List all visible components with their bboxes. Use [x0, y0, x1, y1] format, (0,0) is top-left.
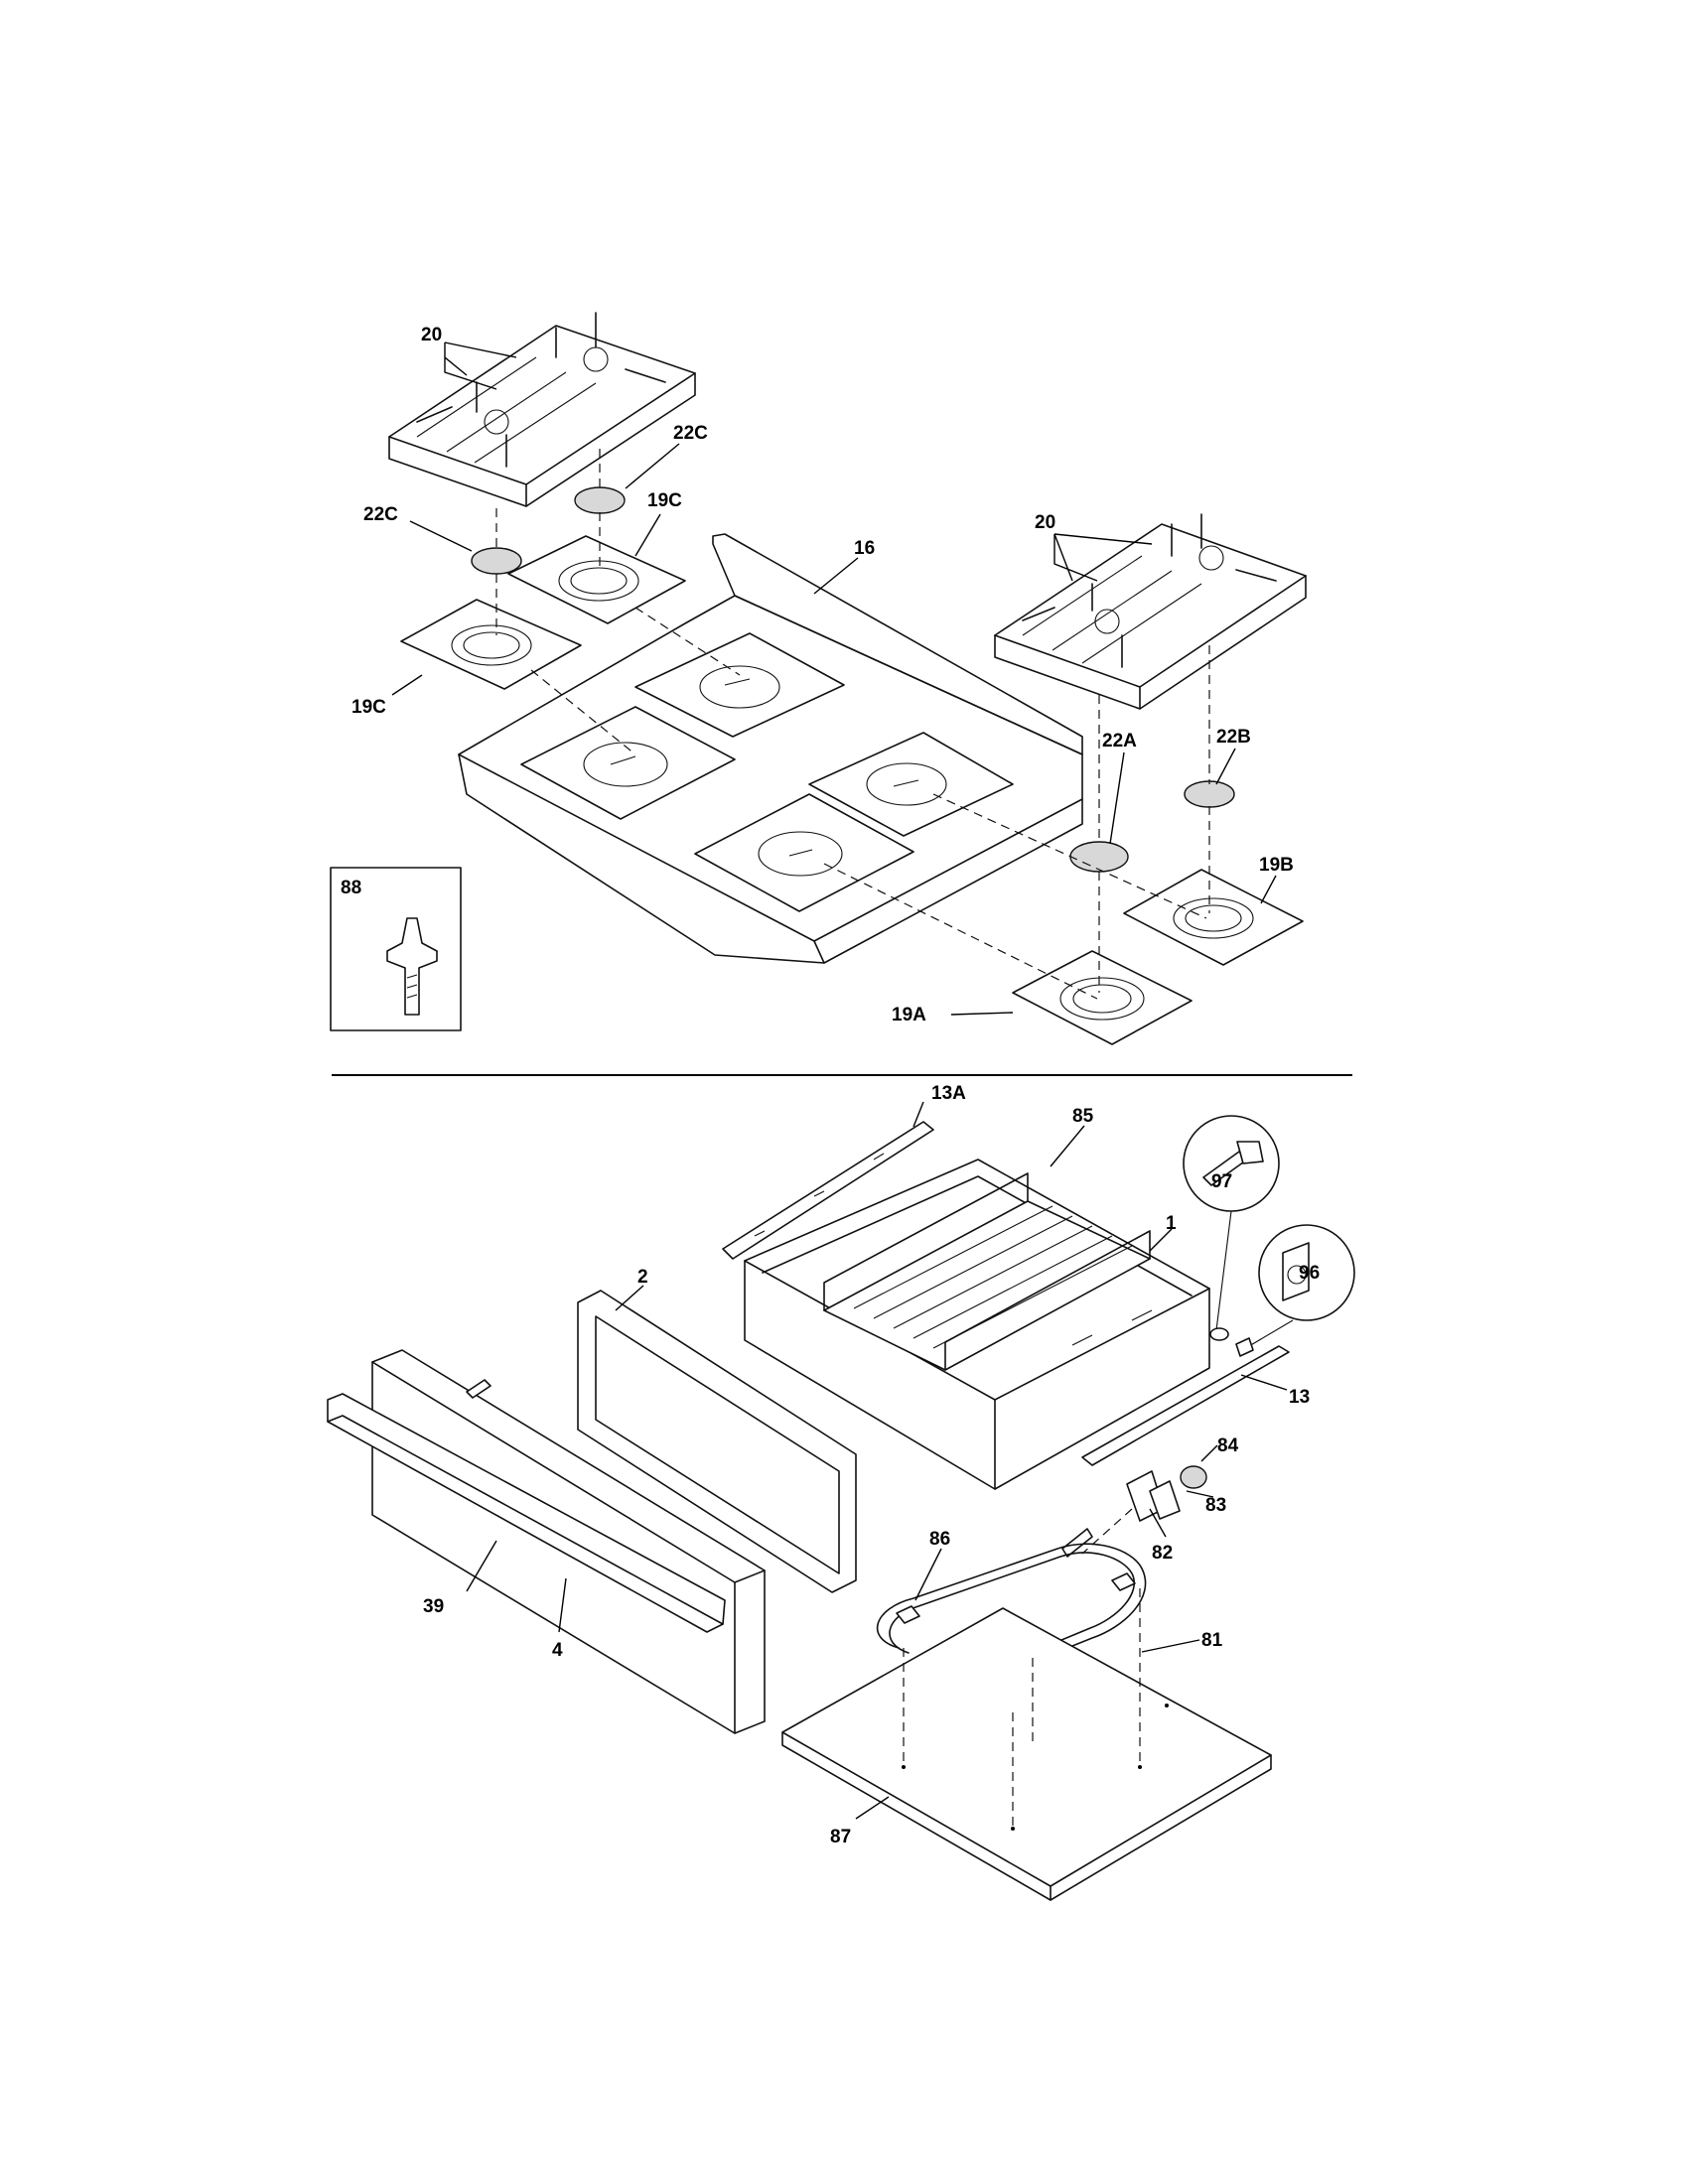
inset-box-88: [330, 867, 462, 1031]
callout-22c-left: 22C: [363, 504, 398, 525]
burner-cap-22a: [1069, 841, 1129, 873]
burner-grate-right-pair: [994, 513, 1307, 710]
drawer-rail-13a: [722, 1121, 934, 1260]
igniter-assembly: [1126, 1465, 1207, 1522]
burner-cap-22c-left: [471, 547, 522, 575]
drawer-body: [744, 1159, 1210, 1490]
callout-13a: 13A: [931, 1083, 966, 1104]
burner-grate-left-pair: [388, 312, 696, 507]
detail-circle-97: [1183, 1115, 1280, 1341]
oven-bottom-panel: [781, 1607, 1272, 1901]
callout-16: 16: [854, 538, 875, 559]
callout-97: 97: [1211, 1171, 1232, 1192]
drawer-slide-13: [1081, 1345, 1290, 1466]
burner-cap-22c-right: [574, 486, 626, 514]
bracket-86-left: [896, 1605, 920, 1624]
cooktop-main-top: [458, 533, 1083, 964]
callout-22c-right: 22C: [673, 423, 708, 444]
callout-39: 39: [423, 1596, 444, 1617]
burner-bowl-19a: [1012, 950, 1193, 1045]
callout-22b: 22B: [1216, 727, 1251, 748]
burner-cap-22b: [1184, 780, 1235, 808]
bracket-86-right: [1111, 1572, 1136, 1591]
callout-88: 88: [341, 878, 361, 898]
callout-19a: 19A: [892, 1005, 926, 1025]
drawer-handle: [327, 1393, 726, 1633]
callout-87: 87: [830, 1827, 851, 1847]
callout-20-top: 20: [421, 325, 442, 345]
callout-19c-upper: 19C: [647, 490, 682, 511]
callout-19b: 19B: [1259, 855, 1294, 876]
callout-19c-lower: 19C: [351, 697, 386, 718]
burner-bowl-19c-upper: [507, 535, 686, 624]
callout-13: 13: [1289, 1387, 1310, 1408]
callout-83: 83: [1205, 1495, 1226, 1516]
callout-86: 86: [929, 1529, 950, 1550]
callout-4: 4: [552, 1640, 563, 1661]
alignment-lines-upper: [495, 449, 1210, 1000]
detail-circle-96: [1235, 1224, 1355, 1357]
callout-20-right: 20: [1035, 512, 1055, 533]
callout-96: 96: [1299, 1263, 1320, 1284]
drawer-inner-panel: [577, 1290, 857, 1593]
callout-2: 2: [637, 1267, 648, 1288]
callout-84: 84: [1217, 1435, 1239, 1456]
burner-bowl-19c-lower: [400, 599, 582, 690]
callout-1: 1: [1166, 1213, 1177, 1234]
callout-82: 82: [1152, 1543, 1173, 1564]
callout-81: 81: [1201, 1630, 1223, 1651]
callout-22a: 22A: [1102, 731, 1137, 751]
burner-bowl-19b: [1123, 869, 1304, 966]
leader-lines: [391, 341, 1288, 1820]
drawer-screw: [466, 1379, 491, 1399]
alignment-lines-lower: [903, 1508, 1141, 1829]
callout-85: 85: [1072, 1106, 1094, 1127]
